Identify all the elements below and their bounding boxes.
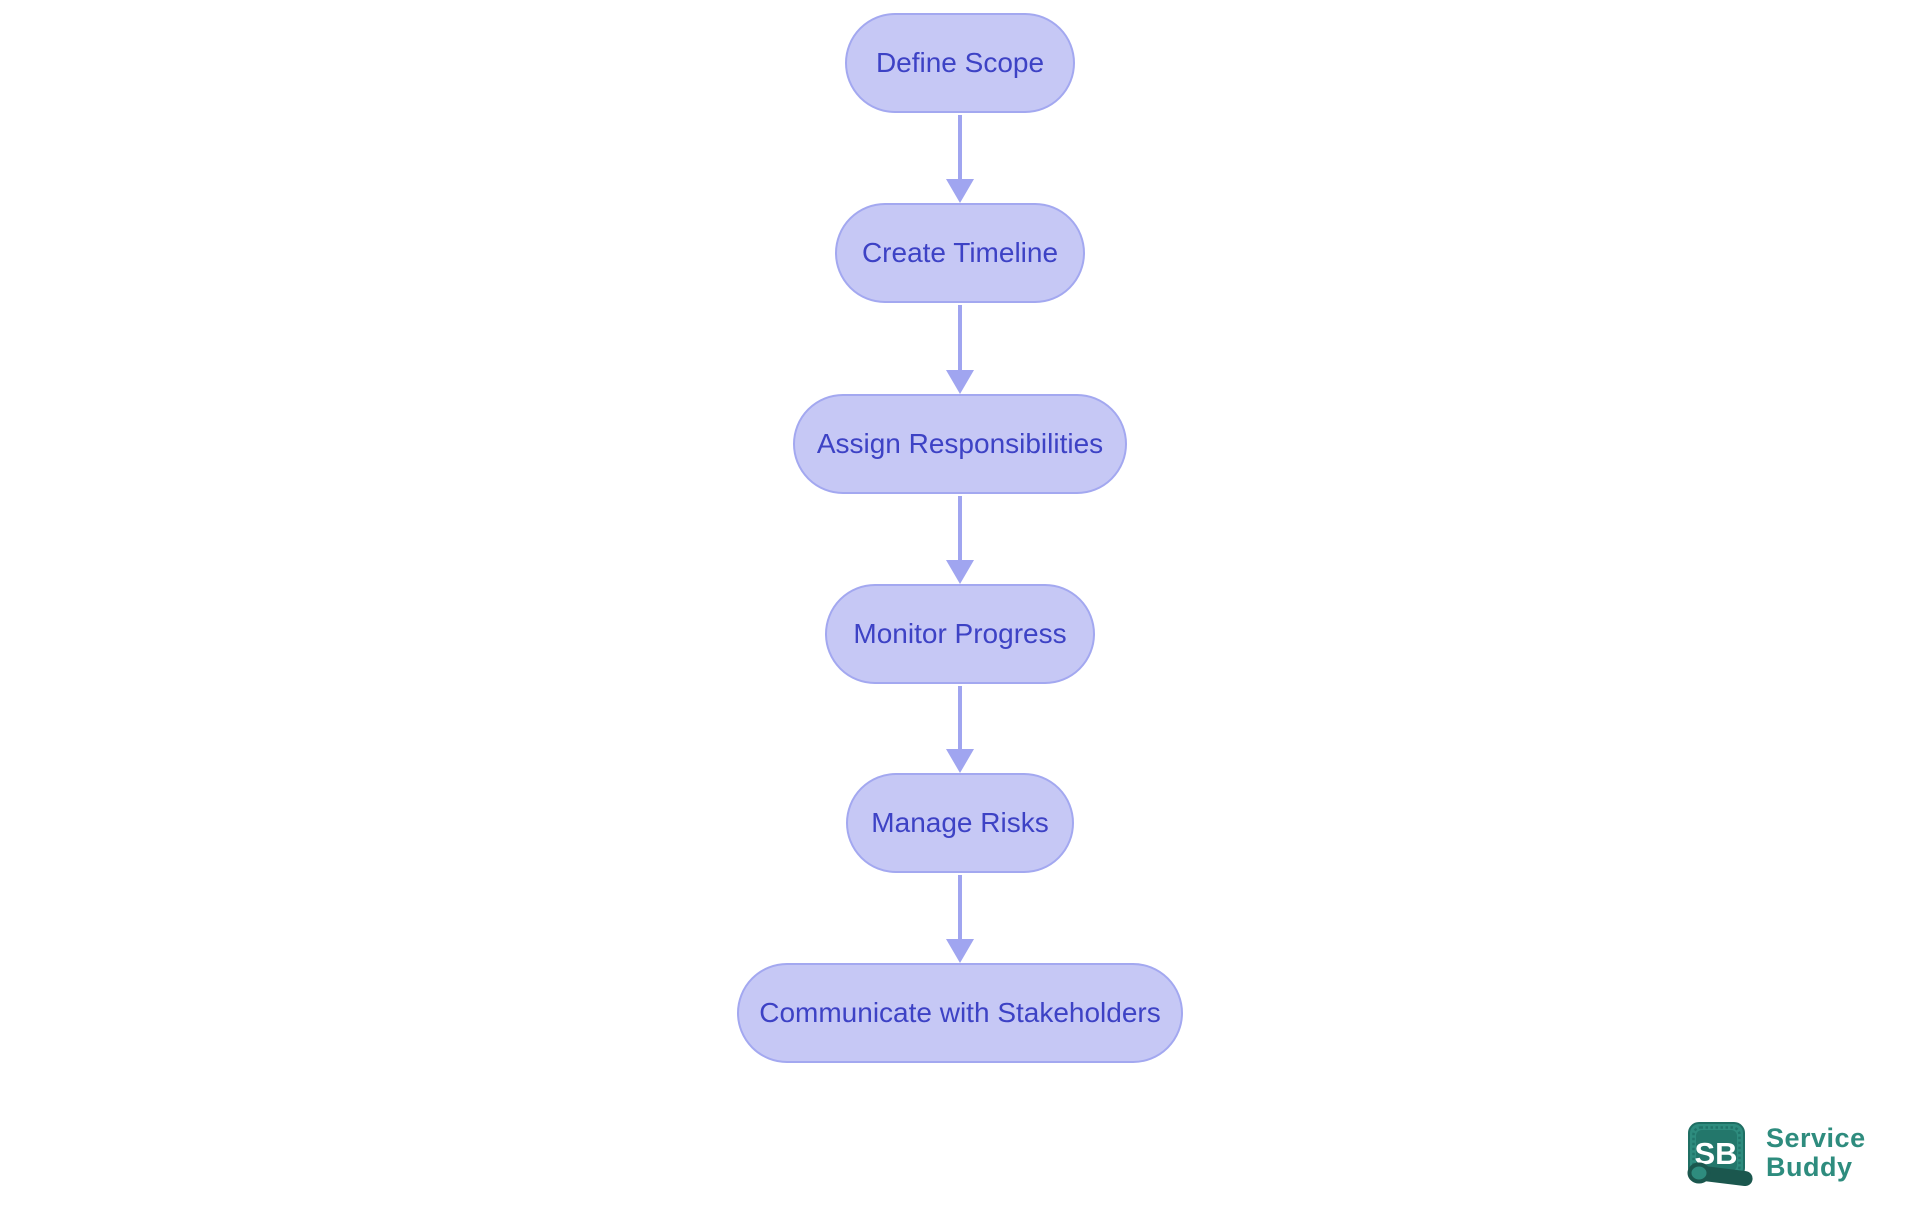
arrow-line [958,686,962,755]
flow-node-label: Define Scope [875,47,1045,78]
flow-node-assign-responsibilities: Assign Responsibilities [793,394,1127,494]
sb-badge-icon: SB [1687,1122,1753,1186]
arrow-line [958,115,962,185]
flow-node-monitor-progress: Monitor Progress [825,584,1095,684]
arrow-line [958,305,962,376]
flow-node-label: Manage Risks [871,807,1049,838]
arrow-line [958,496,962,566]
flow-arrow-3 [946,496,974,584]
brand-name-line2: Buddy [1766,1152,1853,1182]
flow-arrow-1 [946,115,974,203]
arrow-line [958,875,962,945]
flow-node-communicate-with-stakeholders: Communicate with Stakeholders [737,963,1183,1063]
arrow-head-icon [946,939,974,963]
service-buddy-logo: SB Service Buddy [1686,1120,1866,1186]
arrow-head-icon [946,560,974,584]
flow-node-label: Monitor Progress [853,618,1067,649]
arrow-head-icon [946,179,974,203]
brand-name: Service Buddy [1766,1124,1866,1182]
brand-name-line1: Service [1766,1123,1866,1153]
flow-node-define-scope: Define Scope [845,13,1075,113]
flow-node-label: Assign Responsibilities [816,428,1104,459]
flow-node-create-timeline: Create Timeline [835,203,1085,303]
flow-node-label: Communicate with Stakeholders [759,997,1161,1028]
flow-arrow-2 [946,305,974,394]
flow-arrow-5 [946,875,974,963]
arrow-head-icon [946,370,974,394]
flow-arrow-4 [946,686,974,773]
flow-node-label: Create Timeline [861,237,1059,268]
arrow-head-icon [946,749,974,773]
flow-node-manage-risks: Manage Risks [846,773,1074,873]
